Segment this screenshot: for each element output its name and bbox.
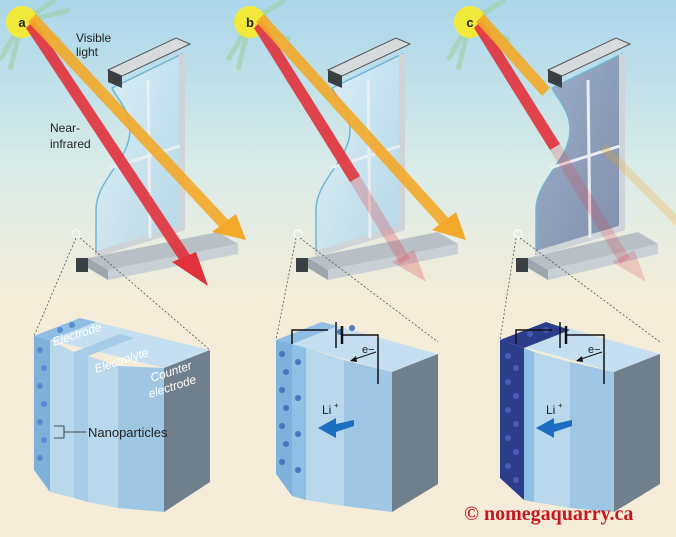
cube-b [276,322,438,512]
visible-ray-c [476,14,676,226]
cube-c [500,322,660,512]
infrared-ray-b [254,20,426,282]
infrared-ray-c [474,20,646,282]
watermark-text: © nomegaquarry.ca [464,503,634,525]
panel-a-letter: a [18,15,26,30]
lithium-charge-label-b: + [334,401,339,410]
visible-ray-a [28,14,246,240]
lithium-ion-label-c: Li [546,403,555,417]
near-infrared-label-line1: Near- [50,121,80,135]
cube-a [34,318,210,512]
panel-b: b [225,0,466,512]
lithium-ion-label-b: Li [322,403,331,417]
panel-c: c [445,0,676,512]
window-a [71,37,238,280]
panel-c-letter: c [466,15,473,30]
lithium-charge-label-c: + [558,401,563,410]
electron-label-b: e− [362,344,375,356]
visible-light-label-line1: Visible [76,31,111,45]
panel-a: a Visible light Near- infrared [0,0,246,512]
visible-light-label-line2: light [76,45,99,59]
window-b [293,37,458,280]
nanoparticles-label: Nanoparticles [88,425,168,440]
electron-label-c: e− [588,344,601,356]
near-infrared-label-line2: infrared [50,137,91,151]
ion-arrow-c [536,418,572,438]
ion-arrow-b [318,418,354,438]
infrared-ray-a [26,20,208,286]
panel-b-letter: b [246,15,254,30]
window-c [513,37,658,280]
visible-ray-b [256,14,466,240]
